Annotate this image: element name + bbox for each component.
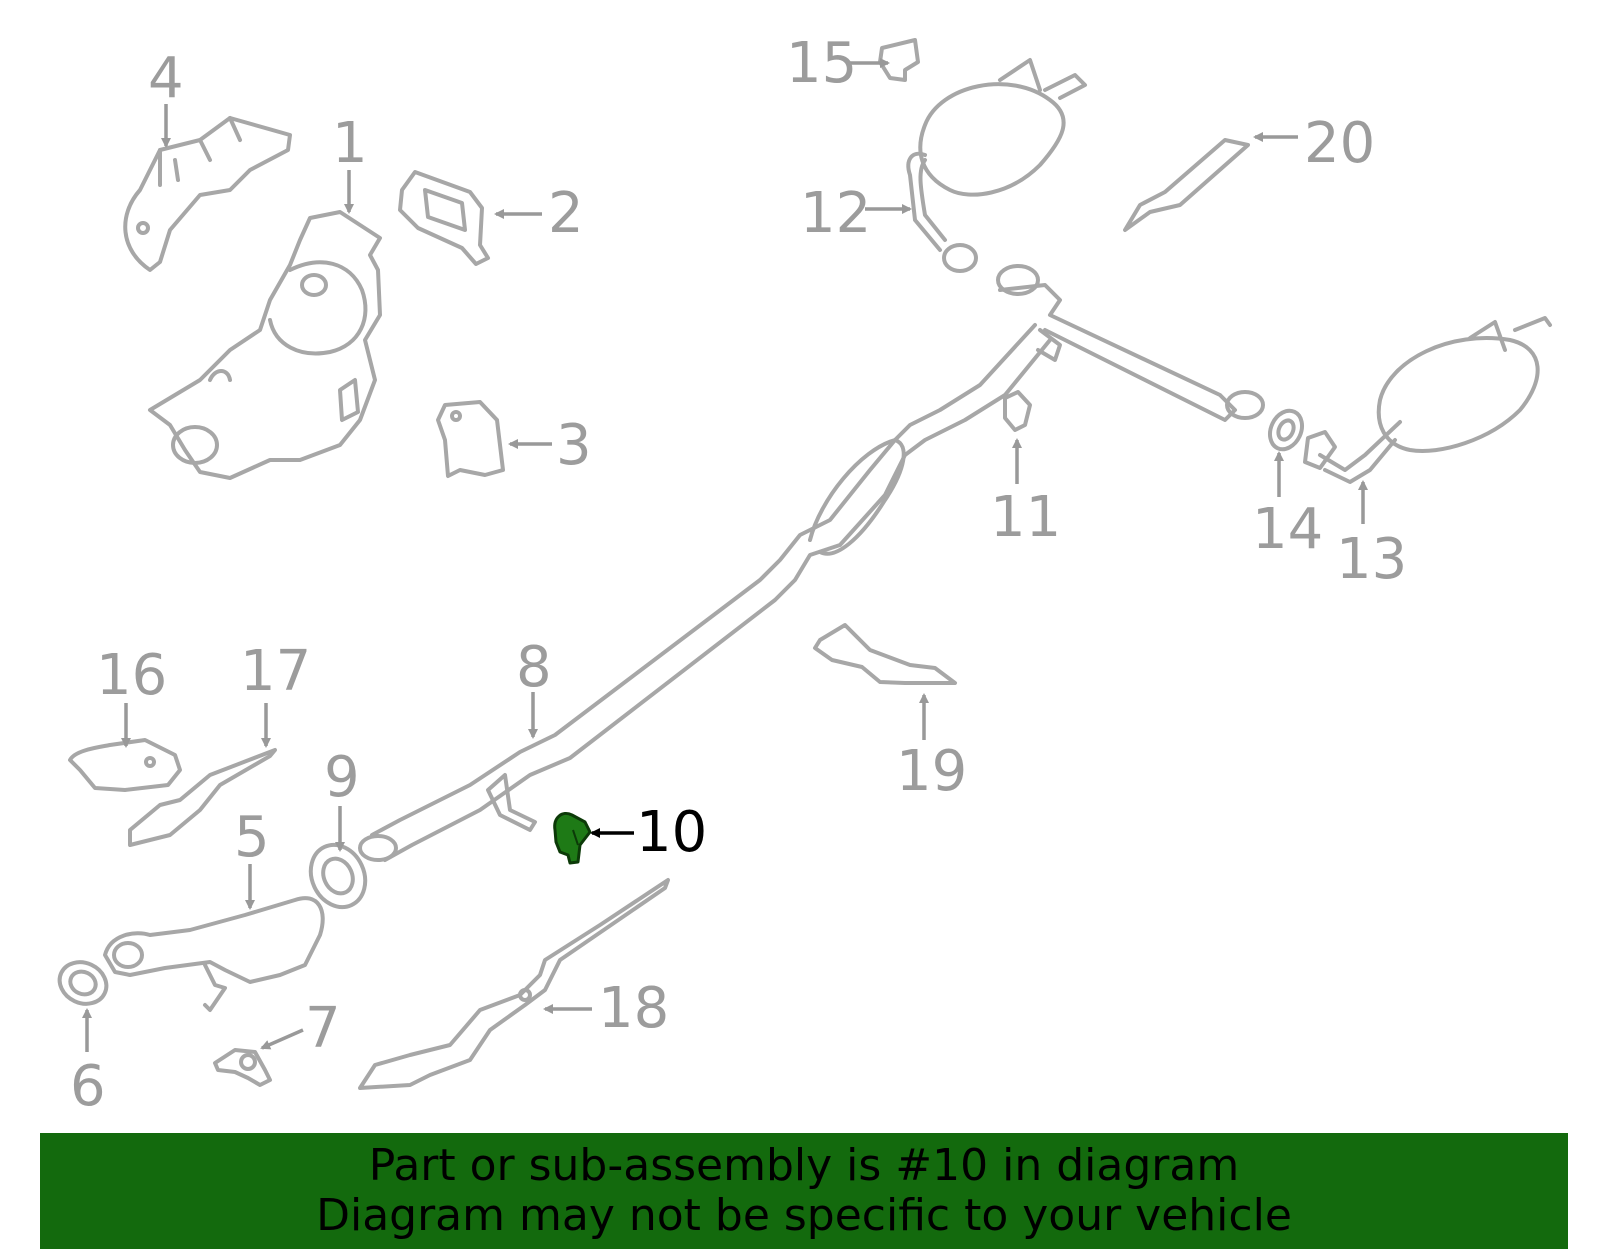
part-13-muffler	[1303, 316, 1552, 484]
part-12-muffler	[906, 58, 1087, 273]
part-19-bracket	[813, 623, 957, 685]
part-7-clamp	[213, 1048, 272, 1087]
banner-line-disclaimer: Diagram may not be specific to your vehi…	[316, 1190, 1292, 1241]
callout-arrows	[82, 58, 1368, 1052]
callout-5: 5	[234, 805, 270, 870]
info-banner: Part or sub-assembly is #10 in diagram D…	[40, 1133, 1568, 1249]
banner-line-part: Part or sub-assembly is #10 in diagram	[368, 1140, 1240, 1191]
part-14-gasket	[1267, 408, 1305, 452]
part-3-bracket	[436, 400, 505, 478]
part-2-gasket	[398, 170, 490, 266]
callout-7: 7	[305, 996, 341, 1061]
callout-3: 3	[556, 413, 592, 478]
callout-9: 9	[324, 745, 360, 810]
part-1-exhaust-manifold	[148, 210, 382, 480]
part-5-front-pipe	[103, 896, 325, 1012]
part-6-gasket	[57, 960, 109, 1006]
callout-11: 11	[990, 485, 1061, 550]
callout-13: 13	[1336, 527, 1407, 592]
part-20-heat-shield	[1123, 138, 1250, 232]
callout-12: 12	[800, 181, 871, 246]
callout-14: 14	[1252, 497, 1323, 562]
callout-labels: 4 1 2 3 15 12 20 11 14 13 8 19 16 17 9 5…	[70, 31, 1407, 1119]
callout-1: 1	[332, 111, 368, 176]
callout-15: 15	[786, 31, 857, 96]
callout-17: 17	[240, 639, 311, 704]
part-8-center-pipe	[358, 264, 1265, 862]
callout-8: 8	[516, 635, 552, 700]
part-9-gasket	[308, 842, 368, 910]
callout-6: 6	[70, 1054, 106, 1119]
callout-19: 19	[896, 739, 967, 804]
callout-2: 2	[548, 181, 584, 246]
callout-20: 20	[1304, 111, 1375, 176]
part-16-heat-shield	[68, 738, 182, 792]
part-18-heat-shield	[358, 878, 670, 1090]
callout-10: 10	[636, 800, 707, 865]
part-10-rubber-hanger	[553, 812, 592, 865]
callout-4: 4	[148, 46, 184, 111]
callout-16: 16	[96, 643, 167, 708]
callout-18: 18	[598, 976, 669, 1041]
part-11-hanger	[1003, 390, 1032, 432]
part-17-heat-shield	[128, 748, 277, 847]
part-15-bracket	[878, 38, 920, 82]
part-4-heat-shield	[123, 116, 292, 272]
